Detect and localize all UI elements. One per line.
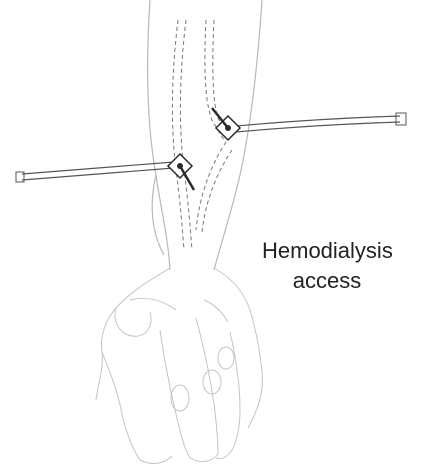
caption-line-1: Hemodialysis xyxy=(262,236,392,266)
lower-needle-tubing xyxy=(16,154,194,190)
forearm-outline xyxy=(148,0,262,270)
hand-outline xyxy=(96,268,262,463)
caption-hemodialysis-access: Hemodialysis access xyxy=(262,236,392,296)
caption-line-2: access xyxy=(262,266,392,296)
upper-needle-tubing xyxy=(212,108,406,140)
